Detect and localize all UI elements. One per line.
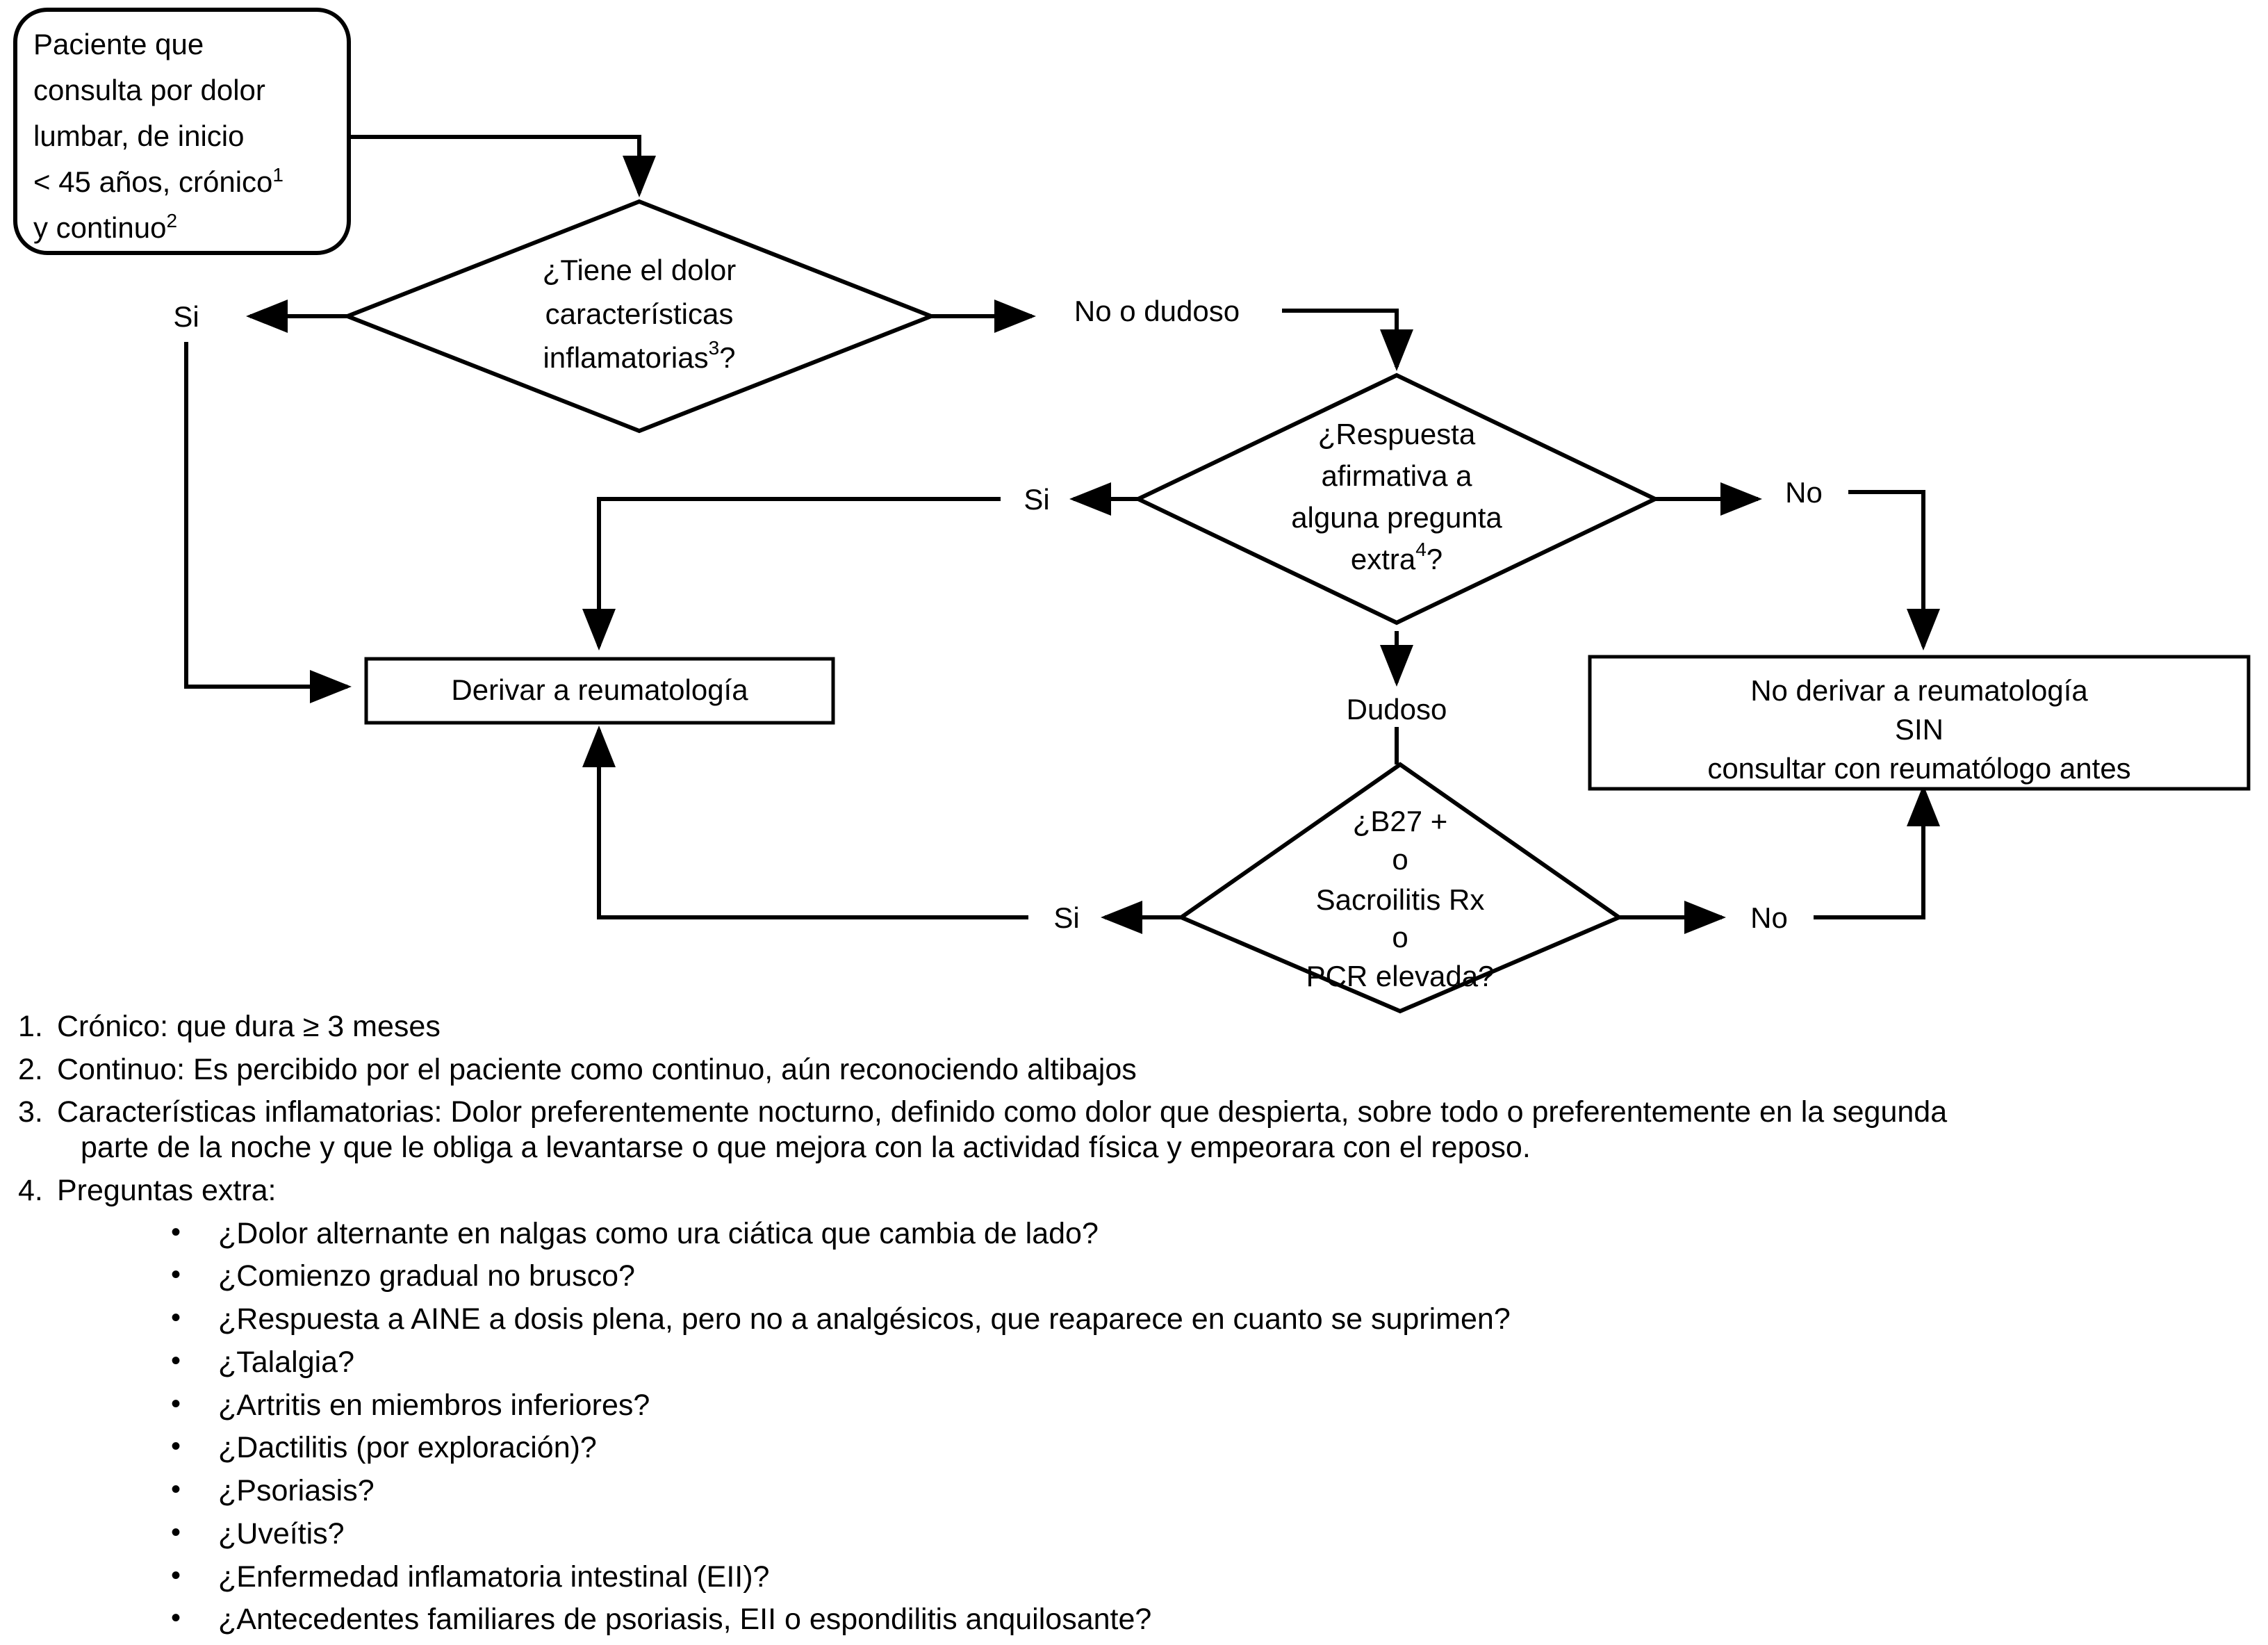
start-node-line-5-text: y continuo (33, 211, 166, 244)
start-node-line-1: Paciente que (33, 28, 204, 60)
edge-label-d1-no: No o dudoso (1074, 295, 1240, 327)
start-node-line-4-text: < 45 años, crónico (33, 165, 272, 198)
connector-start-to-d1 (349, 135, 656, 197)
bullet-icon: • (171, 1302, 181, 1334)
edge-label-d2-doubt: Dudoso (1347, 693, 1447, 726)
bullet-icon: • (171, 1603, 181, 1634)
extra-question-4: ¿Talalgia? (218, 1345, 354, 1379)
bullet-icon: • (171, 1431, 181, 1462)
footnote-3-body: Características inflamatorias: Dolor pre… (57, 1095, 2242, 1165)
decision-2-qmark: ? (1427, 543, 1443, 575)
bullet-icon: • (171, 1345, 181, 1376)
decision-3-line-3: Sacroilitis Rx (1316, 883, 1485, 916)
decision-2-line-4: extra4? (1351, 539, 1443, 575)
list-item: • ¿Dolor alternante en nalgas como ura c… (171, 1216, 2242, 1252)
bullet-icon: • (171, 1259, 181, 1291)
connector-d1-no-to-d2 (1282, 309, 1413, 371)
connector-d3-no-to-norefer (1814, 785, 1940, 919)
list-item: • ¿Antecedentes familiares de psoriasis,… (171, 1602, 2242, 1637)
process-no-refer-node[interactable] (1588, 655, 2251, 791)
footnote-1-text: Crónico: que dura ≥ 3 meses (57, 1010, 441, 1043)
list-item: • ¿Dactilitis (por exploración)? (171, 1430, 2242, 1466)
start-node-line-4: < 45 años, crónico1 (33, 164, 284, 199)
decision-2-line-2: afirmativa a (1321, 459, 1472, 492)
connector-d3-yes-to-refer (582, 726, 1028, 919)
flowchart-svg: Paciente que consulta por dolor lumbar, … (13, 8, 2251, 1014)
decision-1-node[interactable] (341, 199, 937, 434)
footnote-2-text: Continuo: Es percibido por el paciente c… (57, 1052, 1137, 1086)
footnote-4: 4. Preguntas extra: (18, 1173, 2242, 1209)
decision-1-sup: 3 (709, 337, 720, 359)
decision-2-line-4-text: extra (1351, 543, 1416, 575)
decision-3-line-5: PCR elevada? (1306, 960, 1495, 992)
decision-3-node[interactable] (1176, 762, 1624, 1014)
decision-3-line-4: o (1392, 921, 1408, 954)
list-item: • ¿Artritis en miembros inferiores? (171, 1388, 2242, 1423)
footnote-1: 1. Crónico: que dura ≥ 3 meses (18, 1009, 2242, 1045)
process-no-refer-line-3: consultar con reumatólogo antes (1707, 752, 2130, 785)
process-no-refer-line-1: No derivar a reumatología (1750, 674, 2088, 707)
edge-label-d3-no: No (1750, 901, 1788, 934)
start-node[interactable] (13, 8, 351, 255)
decision-1-qmark: ? (719, 341, 735, 374)
start-node-sup-1: 1 (272, 164, 284, 186)
extra-question-3: ¿Respuesta a AINE a dosis plena, pero no… (218, 1302, 1511, 1336)
bullet-icon: • (171, 1216, 181, 1247)
edge-label-d2-yes: Si (1024, 483, 1049, 516)
start-node-line-5: y continuo2 (33, 210, 177, 245)
edge-label-d2-no: No (1785, 476, 1823, 509)
list-item: • ¿Enfermedad inflamatoria intestinal (E… (171, 1560, 2242, 1595)
footnotes-section: 1. Crónico: que dura ≥ 3 meses 2. Contin… (18, 1009, 2242, 1645)
extra-question-9: ¿Enfermedad inflamatoria intestinal (EII… (218, 1560, 770, 1594)
connector-d2-no-to-norefer (1848, 490, 1940, 650)
decision-1-line-3-text: inflamatorias (543, 341, 708, 374)
list-item: • ¿Uveítis? (171, 1516, 2242, 1552)
extra-question-1: ¿Dolor alternante en nalgas como ura ciá… (218, 1216, 1099, 1250)
list-item: • ¿Psoriasis? (171, 1473, 2242, 1509)
decision-1-line-1: ¿Tiene el dolor (543, 254, 737, 286)
bullet-icon: • (171, 1516, 181, 1548)
footnote-4-number: 4. (18, 1173, 43, 1207)
footnote-2-number: 2. (18, 1052, 43, 1086)
footnote-3-text: Características inflamatorias: Dolor pre… (57, 1095, 1948, 1129)
edge-label-d1-yes: Si (173, 300, 199, 333)
connector-d1-yes-to-refer (184, 342, 352, 703)
bullet-icon: • (171, 1560, 181, 1591)
footnote-2: 2. Continuo: Es percibido por el pacient… (18, 1052, 2242, 1088)
footnote-3-continuation: parte de la noche y que le obliga a leva… (81, 1131, 1531, 1165)
decision-2-line-3: alguna pregunta (1291, 501, 1502, 534)
list-item: • ¿Comienzo gradual no brusco? (171, 1259, 2242, 1294)
extra-question-5: ¿Artritis en miembros inferiores? (218, 1388, 650, 1422)
decision-2-node[interactable] (1133, 373, 1660, 625)
process-refer-node[interactable] (364, 657, 835, 725)
list-item: • ¿Talalgia? (171, 1345, 2242, 1380)
bullet-icon: • (171, 1388, 181, 1419)
extra-question-6: ¿Dactilitis (por exploración)? (218, 1431, 597, 1465)
start-node-sup-2: 2 (166, 210, 177, 231)
edge-label-d3-yes: Si (1053, 901, 1079, 934)
extra-question-2: ¿Comienzo gradual no brusco? (218, 1259, 635, 1293)
footnote-4-text: Preguntas extra: (57, 1173, 277, 1207)
bullet-icon: • (171, 1474, 181, 1505)
decision-1-line-2: características (545, 297, 734, 330)
decision-2-line-1: ¿Respuesta (1318, 418, 1476, 450)
footnote-1-number: 1. (18, 1010, 43, 1043)
process-refer-label: Derivar a reumatología (451, 673, 748, 706)
extra-questions-list: • ¿Dolor alternante en nalgas como ura c… (18, 1216, 2242, 1637)
footnote-3: 3. Características inflamatorias: Dolor … (18, 1095, 2242, 1165)
list-item: • ¿Respuesta a AINE a dosis plena, pero … (171, 1302, 2242, 1337)
extra-question-10: ¿Antecedentes familiares de psoriasis, E… (218, 1603, 1152, 1637)
footnote-3-number: 3. (18, 1095, 43, 1129)
process-no-refer-line-2: SIN (1895, 713, 1944, 746)
extra-question-8: ¿Uveítis? (218, 1516, 345, 1550)
start-node-line-3: lumbar, de inicio (33, 120, 245, 152)
decision-1-line-3: inflamatorias3? (543, 337, 735, 374)
connector-d2-yes-to-refer (582, 497, 1001, 650)
extra-question-7: ¿Psoriasis? (218, 1474, 375, 1508)
decision-2-sup: 4 (1415, 539, 1427, 560)
start-node-line-2: consulta por dolor (33, 74, 265, 106)
decision-3-line-1: ¿B27 + (1353, 805, 1448, 837)
decision-3-line-2: o (1392, 843, 1408, 876)
